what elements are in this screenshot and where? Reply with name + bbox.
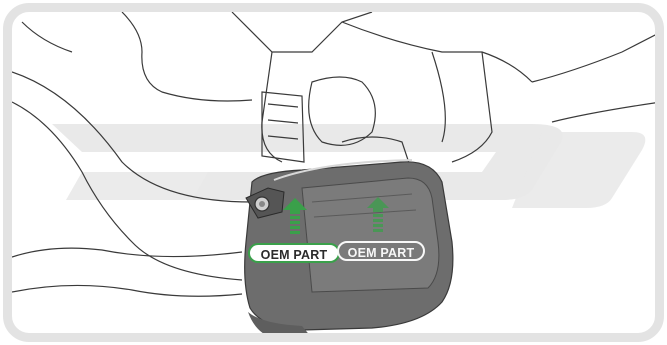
product-illustration [12,12,661,339]
oem-part-label-rear: OEM PART [337,241,425,261]
illustration-frame: OEM PART OEM PART [3,3,664,342]
oem-part-label-front: OEM PART [248,243,340,263]
